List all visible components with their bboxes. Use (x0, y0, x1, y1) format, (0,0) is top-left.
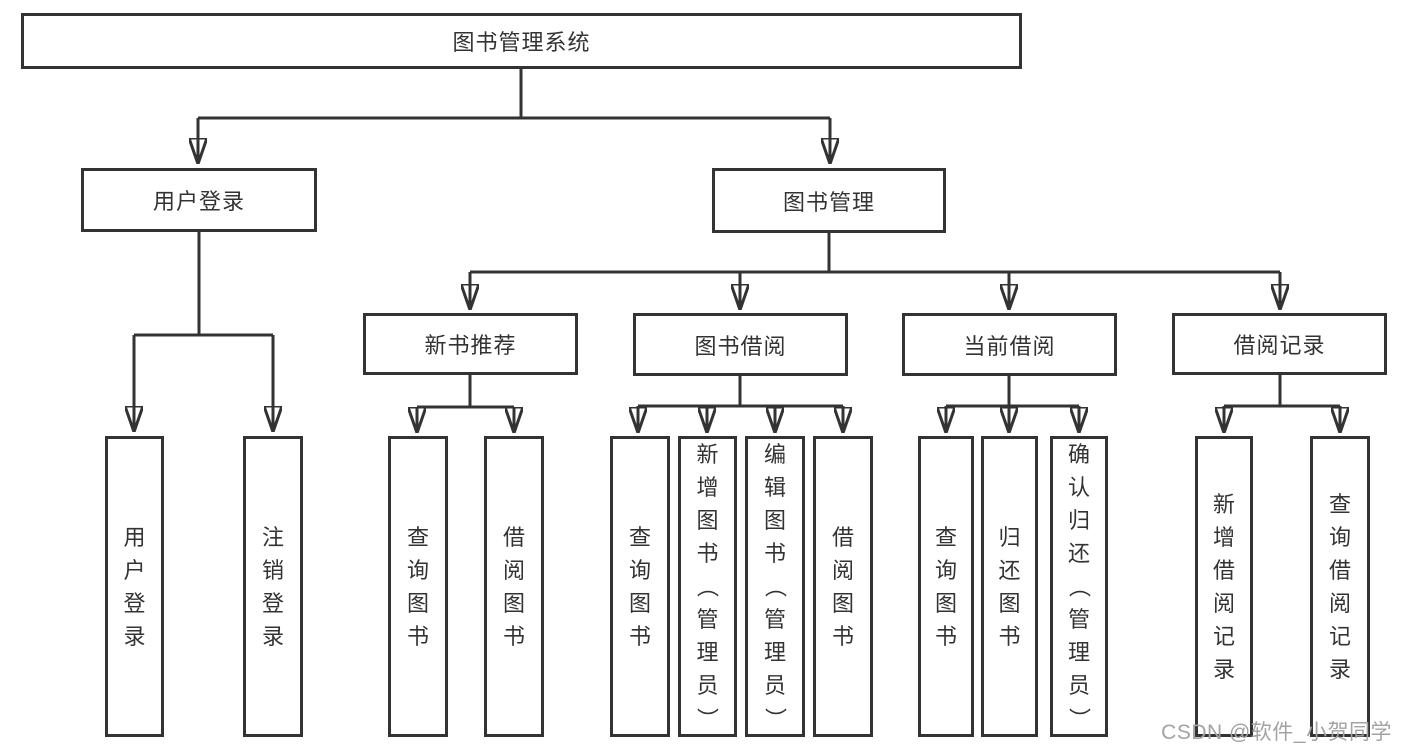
leaf-edit-books-admin-label: 编辑图书（管理员） (762, 442, 788, 730)
watermark-text: CSDN @软件_小贺同学 (1161, 721, 1392, 744)
leaf-return-books-label: 归还图书 (998, 524, 1021, 649)
leaf-user-login: 用户登录 (105, 436, 164, 737)
node-book-borrow: 图书借阅 (633, 313, 848, 376)
leaf-query-books-current-label: 查询图书 (934, 524, 957, 649)
leaf-query-borrow-record: 查询借阅记录 (1310, 436, 1370, 737)
leaf-borrow-books-borrow: 借阅图书 (813, 436, 873, 737)
node-new-book-recommend: 新书推荐 (363, 313, 578, 375)
leaf-query-books-current: 查询图书 (918, 436, 974, 737)
leaf-borrow-books-borrow-label: 借阅图书 (831, 524, 854, 649)
leaf-borrow-books-recommend: 借阅图书 (484, 436, 544, 737)
node-current-borrow: 当前借阅 (902, 313, 1117, 376)
leaf-logout-login: 注销登录 (243, 436, 303, 737)
leaf-query-books-recommend-label: 查询图书 (406, 524, 429, 649)
node-borrow-records: 借阅记录 (1172, 313, 1387, 375)
node-user-login: 用户登录 (81, 168, 317, 232)
leaf-confirm-return-admin: 确认归还（管理员） (1050, 436, 1108, 737)
leaf-logout-login-label: 注销登录 (261, 524, 284, 649)
leaf-edit-books-admin: 编辑图书（管理员） (745, 436, 805, 737)
leaf-user-login-label: 用户登录 (123, 524, 146, 649)
leaf-borrow-books-recommend-label: 借阅图书 (502, 524, 525, 649)
leaf-add-books-admin-label: 新增图书（管理员） (694, 442, 720, 730)
leaf-query-books-borrow-label: 查询图书 (628, 524, 651, 649)
leaf-return-books: 归还图书 (981, 436, 1038, 737)
leaf-add-books-admin: 新增图书（管理员） (678, 436, 737, 737)
leaf-add-borrow-record-label: 新增借阅记录 (1212, 491, 1235, 682)
leaf-add-borrow-record: 新增借阅记录 (1195, 436, 1253, 737)
leaf-confirm-return-admin-label: 确认归还（管理员） (1066, 442, 1092, 730)
node-library-management-system: 图书管理系统 (21, 13, 1022, 69)
leaf-query-books-borrow: 查询图书 (610, 436, 670, 737)
node-book-management: 图书管理 (712, 168, 946, 233)
leaf-query-books-recommend: 查询图书 (388, 436, 448, 737)
leaf-query-borrow-record-label: 查询借阅记录 (1328, 491, 1351, 682)
